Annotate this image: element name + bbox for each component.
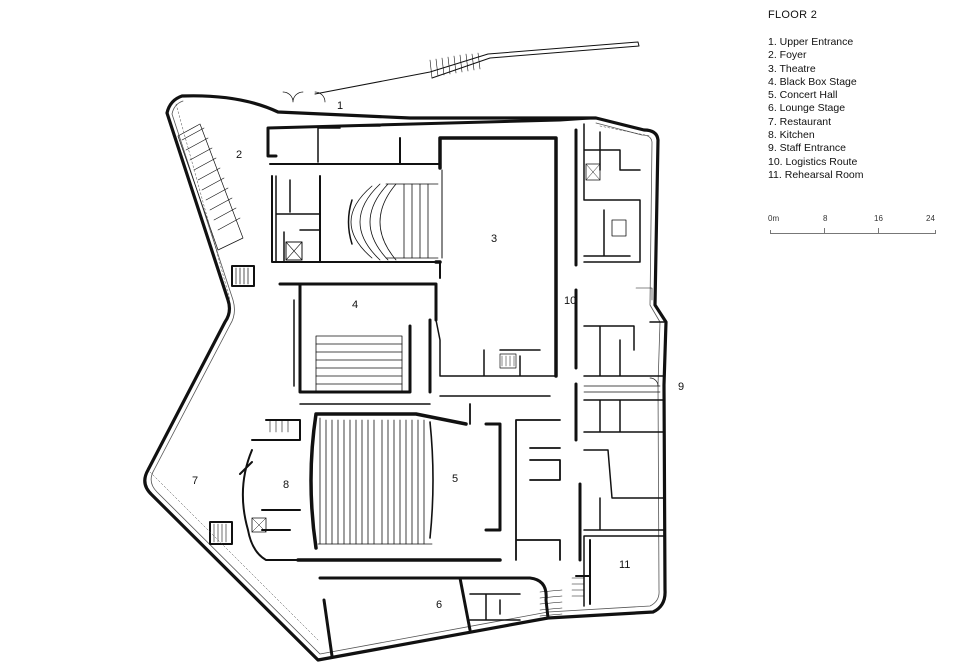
room-numbers: 1 2 3 4 5 6 7 8 9 10 11 (192, 100, 684, 611)
legend-item: 2. Foyer (768, 49, 807, 62)
legend-item: 10. Logistics Route (768, 155, 858, 168)
facade-glazing (149, 103, 651, 641)
logistics-route-wall (574, 128, 582, 562)
outer-wall-inner (150, 100, 661, 655)
blackbox-seating (315, 335, 403, 393)
room-number-2: 2 (236, 149, 242, 161)
outer-wall (143, 94, 668, 662)
legend-item: 6. Lounge Stage (768, 102, 846, 115)
legend-item: 4. Black Box Stage (768, 75, 857, 88)
room-number-1: 1 (337, 100, 343, 112)
concert-hall-stage (484, 422, 502, 532)
stair-core-foyer (231, 265, 255, 287)
legend-item: 3. Theatre (768, 62, 816, 75)
entrance-doors (282, 91, 326, 103)
room-number-6: 6 (436, 599, 442, 611)
legend: 1. Upper Entrance 2. Foyer 3. Theatre 4.… (768, 36, 864, 182)
scale-label: 16 (874, 214, 883, 223)
room-number-5: 5 (452, 473, 458, 485)
room-number-10: 10 (564, 295, 576, 307)
theatre-seating (347, 183, 439, 261)
room-number-7: 7 (192, 475, 198, 487)
foyer-stairs (177, 123, 244, 251)
room-number-8: 8 (283, 479, 289, 491)
room-number-11: 11 (619, 559, 630, 571)
scale-bar-line (770, 230, 936, 234)
theatre-walls (434, 136, 558, 378)
rehearsal-room-walls (575, 539, 591, 605)
entrance-ramp (314, 41, 640, 95)
scale-label: 0m (768, 214, 780, 223)
staff-entrance (583, 377, 661, 393)
scale-tick (878, 228, 879, 233)
floor-title: FLOOR 2 (768, 9, 818, 21)
kitchen-walls (239, 419, 301, 561)
legend-item: 5. Concert Hall (768, 89, 838, 102)
concert-hall-walls (296, 412, 502, 562)
scale-label: 8 (823, 214, 828, 223)
scale-label: 24 (926, 214, 935, 223)
legend-item: 7. Restaurant (768, 115, 832, 128)
scale-bar: 0m 8 16 24 (768, 214, 938, 238)
stair-core-restaurant (209, 521, 233, 545)
legend-item: 8. Kitchen (768, 129, 815, 142)
lounge-stage-walls (318, 576, 550, 658)
legend-item: 11. Rehearsal Room (768, 168, 864, 181)
legend-item: 9. Staff Entrance (768, 142, 847, 155)
room-number-9: 9 (678, 381, 684, 393)
room-number-4: 4 (352, 299, 358, 311)
concert-hall-seating (317, 417, 434, 545)
legend-item: 1. Upper Entrance (768, 36, 854, 48)
scale-tick (824, 228, 825, 233)
room-number-3: 3 (491, 233, 497, 245)
ramp-steps (429, 52, 481, 79)
